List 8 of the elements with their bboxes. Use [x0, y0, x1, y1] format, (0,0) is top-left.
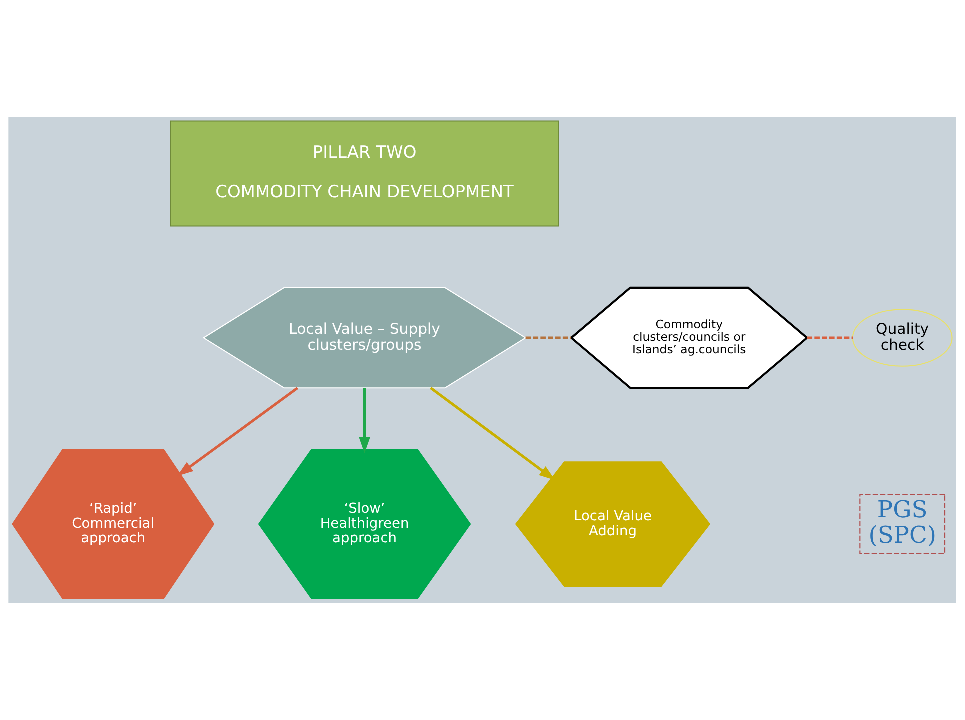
arrow [430, 387, 556, 480]
node-box: PGS (SPC) [860, 494, 946, 554]
connector [526, 336, 572, 340]
node-box: PILLAR TWO COMMODITY CHAIN DEVELOPMENT [170, 120, 560, 227]
arrow [177, 387, 299, 476]
arrow [359, 388, 370, 454]
connector [807, 336, 854, 340]
node-ellipse: Quality check [852, 309, 953, 367]
